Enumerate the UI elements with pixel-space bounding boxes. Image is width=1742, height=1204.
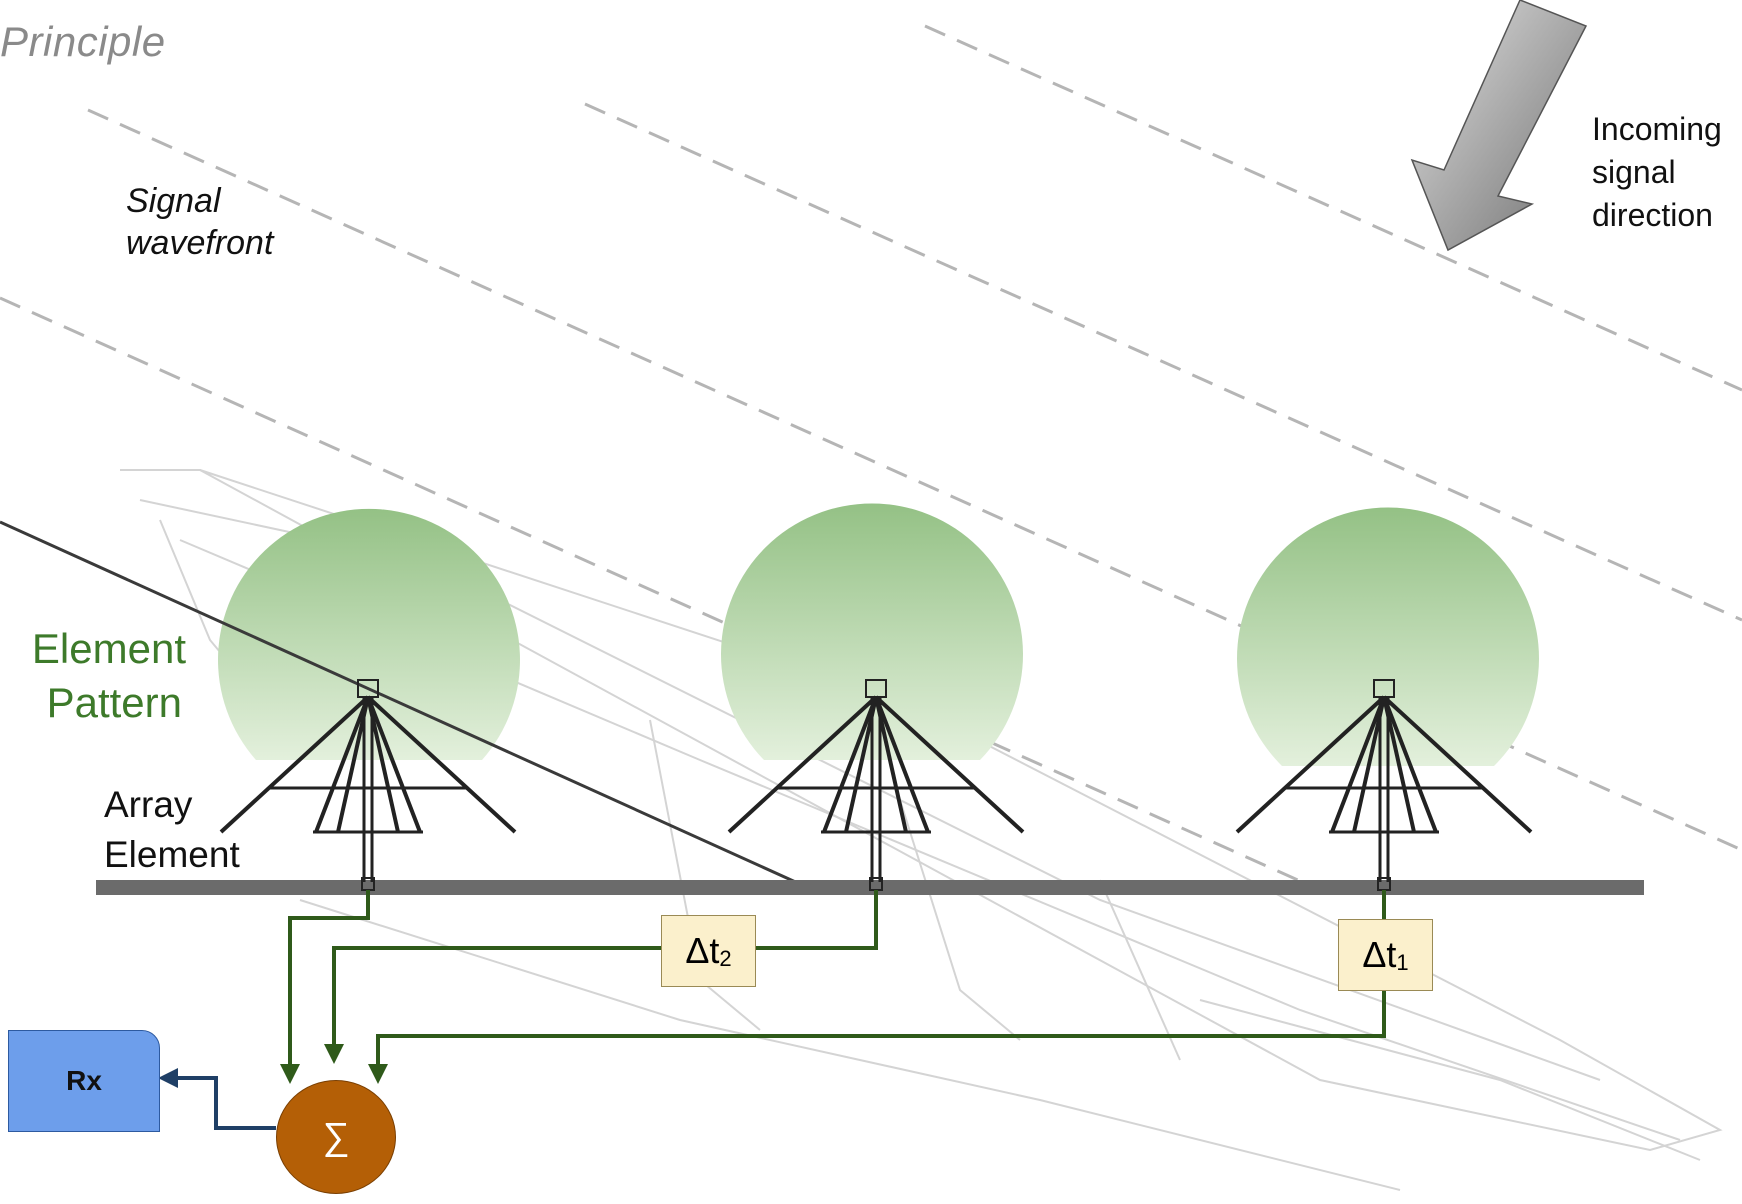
feed-line-element-1 <box>280 890 370 1084</box>
array-element-label-line2: Element <box>104 834 240 875</box>
summer-symbol: ∑ <box>322 1115 350 1158</box>
signal-wavefront-label: Signal wavefront <box>126 180 273 264</box>
feed-lines <box>280 890 1386 1084</box>
receiver-box: Rx <box>8 1030 160 1132</box>
pattern-pointer-line <box>0 520 801 886</box>
signal-wavefront-label-line1: Signal <box>126 182 221 220</box>
delay-dt1-subscript: 1 <box>1396 950 1409 975</box>
incoming-signal-label-line2: signal <box>1592 154 1676 190</box>
incoming-direction-arrow <box>1410 0 1588 252</box>
page-subtitle: Principle <box>0 18 166 65</box>
array-element-label: Array Element <box>104 780 240 880</box>
incoming-signal-label: Incoming signal direction <box>1592 108 1722 237</box>
element-pattern-label: Element Pattern <box>6 622 186 730</box>
incoming-signal-label-line1: Incoming <box>1592 111 1722 147</box>
feed-line-element-2-delayed <box>324 946 661 1064</box>
signal-wavefront-label-line2: wavefront <box>126 224 274 262</box>
delay-dt1-symbol: Δt <box>1362 934 1397 975</box>
array-element-1 <box>219 679 517 891</box>
delay-dt2-subscript: 2 <box>719 946 732 971</box>
element-pattern-label-line2: Pattern <box>46 679 182 726</box>
feed-line-element-2 <box>756 890 878 950</box>
array-element-label-line1: Array <box>104 784 193 825</box>
summer-node: ∑ <box>276 1080 396 1194</box>
element-pattern-label-line1: Element <box>31 625 186 672</box>
incoming-signal-label-line3: direction <box>1592 197 1713 233</box>
array-element-2 <box>727 679 1025 891</box>
delay-dt2-symbol: Δt <box>685 930 720 971</box>
element-patterns <box>218 503 1539 766</box>
element-pattern-lobe-2 <box>721 503 1023 760</box>
receiver-label: Rx <box>66 1065 102 1096</box>
summer-to-rx-line <box>158 1068 276 1130</box>
element-pattern-lobe-3 <box>1237 507 1539 766</box>
element-pattern-lobe-1 <box>218 508 521 760</box>
array-element-3 <box>1235 679 1533 891</box>
feed-line-element-3-delayed <box>368 990 1386 1084</box>
